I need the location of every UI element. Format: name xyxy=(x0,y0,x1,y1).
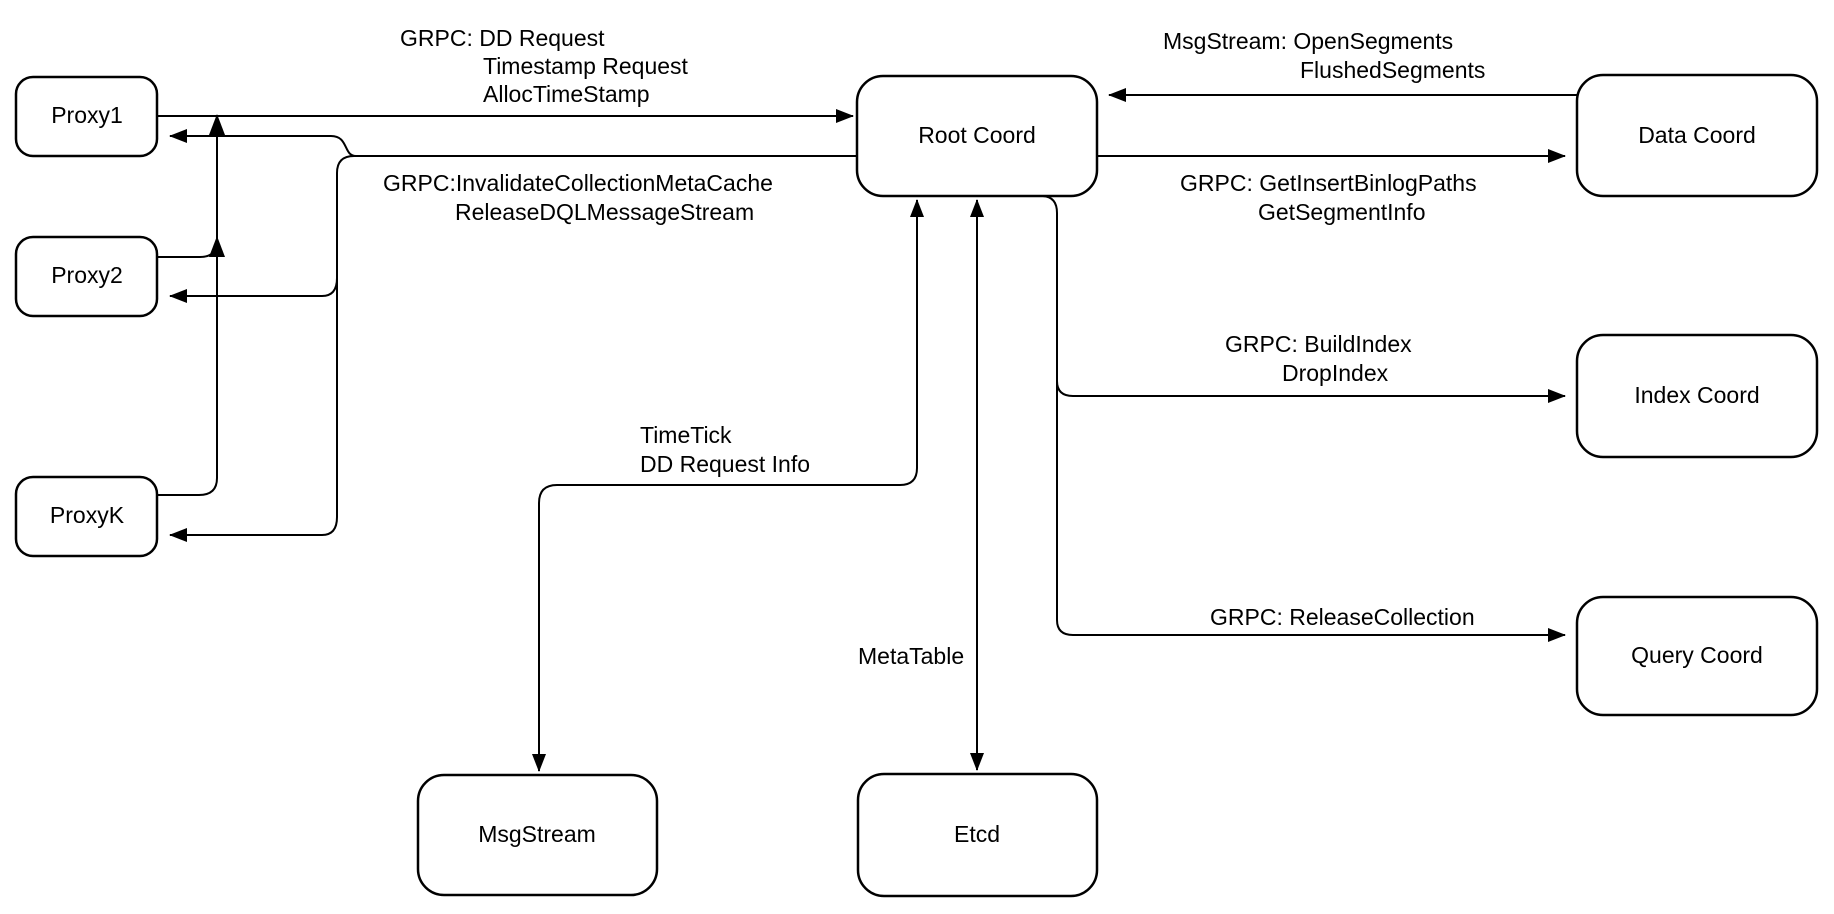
node-data-coord: Data Coord xyxy=(1575,73,1819,198)
node-proxy2-box xyxy=(14,235,159,318)
node-msgstream: MsgStream xyxy=(416,773,659,897)
node-etcd-box xyxy=(856,772,1099,898)
edge-label-data-coord-to-root-coord: MsgStream: OpenSegments FlushedSegments xyxy=(1163,28,1485,83)
node-data-coord-box xyxy=(1575,73,1819,198)
edge-root-coord-to-query-coord xyxy=(1042,195,1566,642)
edge-label-line: ReleaseDQLMessageStream xyxy=(455,199,754,225)
edge-proxy2-merge xyxy=(157,242,217,258)
edge-label-root-coord-to-proxy: GRPC:InvalidateCollectionMetaCache Relea… xyxy=(383,170,773,225)
node-proxyk: ProxyK xyxy=(14,475,159,558)
node-proxy1-box xyxy=(14,75,159,158)
edge-label-root-coord-to-msgstream: TimeTick DD Request Info xyxy=(640,422,810,477)
node-query-coord-label: Query Coord xyxy=(1631,642,1763,668)
edge-label-line: GRPC: GetInsertBinlogPaths xyxy=(1180,170,1477,196)
node-proxy2-label: Proxy2 xyxy=(51,262,123,288)
edge-label-line: MsgStream: OpenSegments xyxy=(1163,28,1453,54)
node-etcd-label: Etcd xyxy=(954,821,1000,847)
edge-root-coord-to-msgstream xyxy=(532,199,924,772)
edge-label-line: GRPC: ReleaseCollection xyxy=(1210,604,1475,630)
node-index-coord: Index Coord xyxy=(1575,333,1819,459)
node-proxy1-label: Proxy1 xyxy=(51,102,123,128)
node-proxy2: Proxy2 xyxy=(14,235,159,318)
node-proxyk-label: ProxyK xyxy=(50,502,125,528)
edge-label-line: DropIndex xyxy=(1282,360,1389,386)
node-msgstream-box xyxy=(416,773,659,897)
edge-label-line: GRPC: DD Request xyxy=(400,25,605,51)
node-root-coord-box xyxy=(855,74,1099,198)
node-data-coord-label: Data Coord xyxy=(1638,122,1756,148)
node-proxy1: Proxy1 xyxy=(14,75,159,158)
node-index-coord-label: Index Coord xyxy=(1634,382,1759,408)
edge-label-line: DD Request Info xyxy=(640,451,810,477)
edge-label-line: AllocTimeStamp xyxy=(483,81,650,107)
edge-root-coord-to-index-coord xyxy=(1056,380,1566,403)
edge-proxyk-merge xyxy=(157,477,218,496)
edge-label-line: GRPC:InvalidateCollectionMetaCache xyxy=(383,170,773,196)
edge-root-coord-to-proxyk xyxy=(169,155,857,542)
node-root-coord-label: Root Coord xyxy=(918,122,1036,148)
edge-label-line: TimeTick xyxy=(640,422,732,448)
edge-label-line: Timestamp Request xyxy=(483,53,689,79)
edge-label-root-coord-to-index-coord: GRPC: BuildIndex DropIndex xyxy=(1225,331,1412,386)
node-etcd: Etcd xyxy=(856,772,1099,898)
edge-label-root-coord-to-etcd: MetaTable xyxy=(858,643,964,669)
edge-root-coord-to-proxy2 xyxy=(169,277,338,303)
node-query-coord: Query Coord xyxy=(1575,595,1819,717)
edge-label-line: MetaTable xyxy=(858,643,964,669)
node-msgstream-label: MsgStream xyxy=(478,821,596,847)
edge-label-root-coord-to-data-coord: GRPC: GetInsertBinlogPaths GetSegmentInf… xyxy=(1180,170,1477,225)
edge-label-proxy-to-root-coord: GRPC: DD Request Timestamp Request Alloc… xyxy=(400,25,689,107)
node-root-coord: Root Coord xyxy=(855,74,1099,198)
edge-label-line: GetSegmentInfo xyxy=(1258,199,1426,225)
edge-root-coord-to-proxy1 xyxy=(169,129,357,157)
edge-label-line: GRPC: BuildIndex xyxy=(1225,331,1412,357)
node-proxyk-box xyxy=(14,475,159,558)
node-query-coord-box xyxy=(1575,595,1819,717)
arrowhead-up-into-request-line xyxy=(209,114,225,135)
edge-label-root-coord-to-query-coord: GRPC: ReleaseCollection xyxy=(1210,604,1475,630)
node-index-coord-box xyxy=(1575,333,1819,459)
edge-label-line: FlushedSegments xyxy=(1300,57,1485,83)
